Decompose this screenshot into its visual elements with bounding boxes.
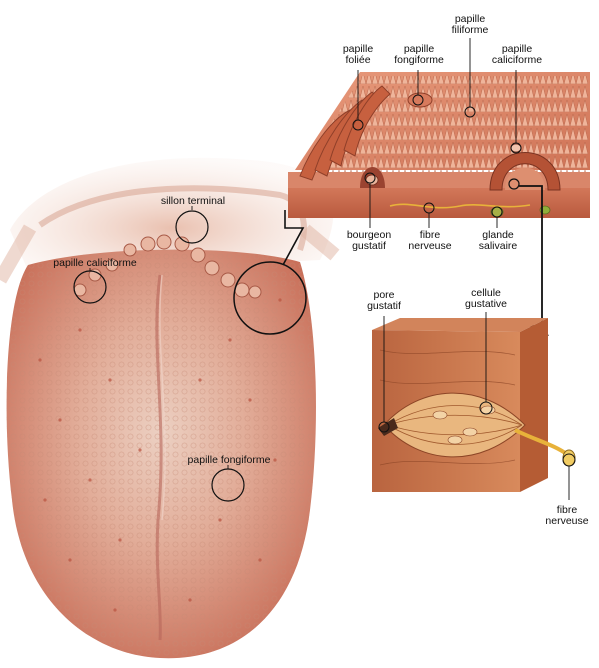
label-sillon-terminal: sillon terminal [160, 195, 226, 207]
label-papille-fongiforme: papille fongiforme [187, 454, 271, 466]
label-papille-fongiforme-top: papille fongiforme [394, 43, 444, 66]
magnify-connector [282, 210, 305, 266]
label-papille-filiforme: papille filiforme [451, 13, 489, 36]
label-fibre-nerveuse-top: fibre nerveuse [408, 229, 452, 252]
circumvallate-papillae-row [73, 234, 262, 299]
callout-circle-magnified [233, 261, 307, 335]
surface-block [288, 72, 590, 218]
label-papille-caliciforme: papille caliciforme [53, 257, 137, 269]
callout-circle-sillon-terminal [175, 210, 209, 244]
label-papille-foliee: papille foliée [342, 43, 374, 66]
label-papille-caliciforme-top: papille caliciforme [491, 43, 543, 66]
label-cellule-gustative: cellule gustative [464, 287, 508, 310]
label-bourgeon-gustatif: bourgeon gustatif [346, 229, 392, 252]
leader-lines [89, 38, 570, 500]
taste-bud-cube [372, 318, 576, 492]
label-fibre-nerveuse-bottom: fibre nerveuse [545, 504, 589, 527]
label-glande-salivaire: glande salivaire [478, 229, 518, 252]
tongue-body [6, 249, 316, 659]
label-pore-gustatif: pore gustatif [367, 289, 401, 312]
